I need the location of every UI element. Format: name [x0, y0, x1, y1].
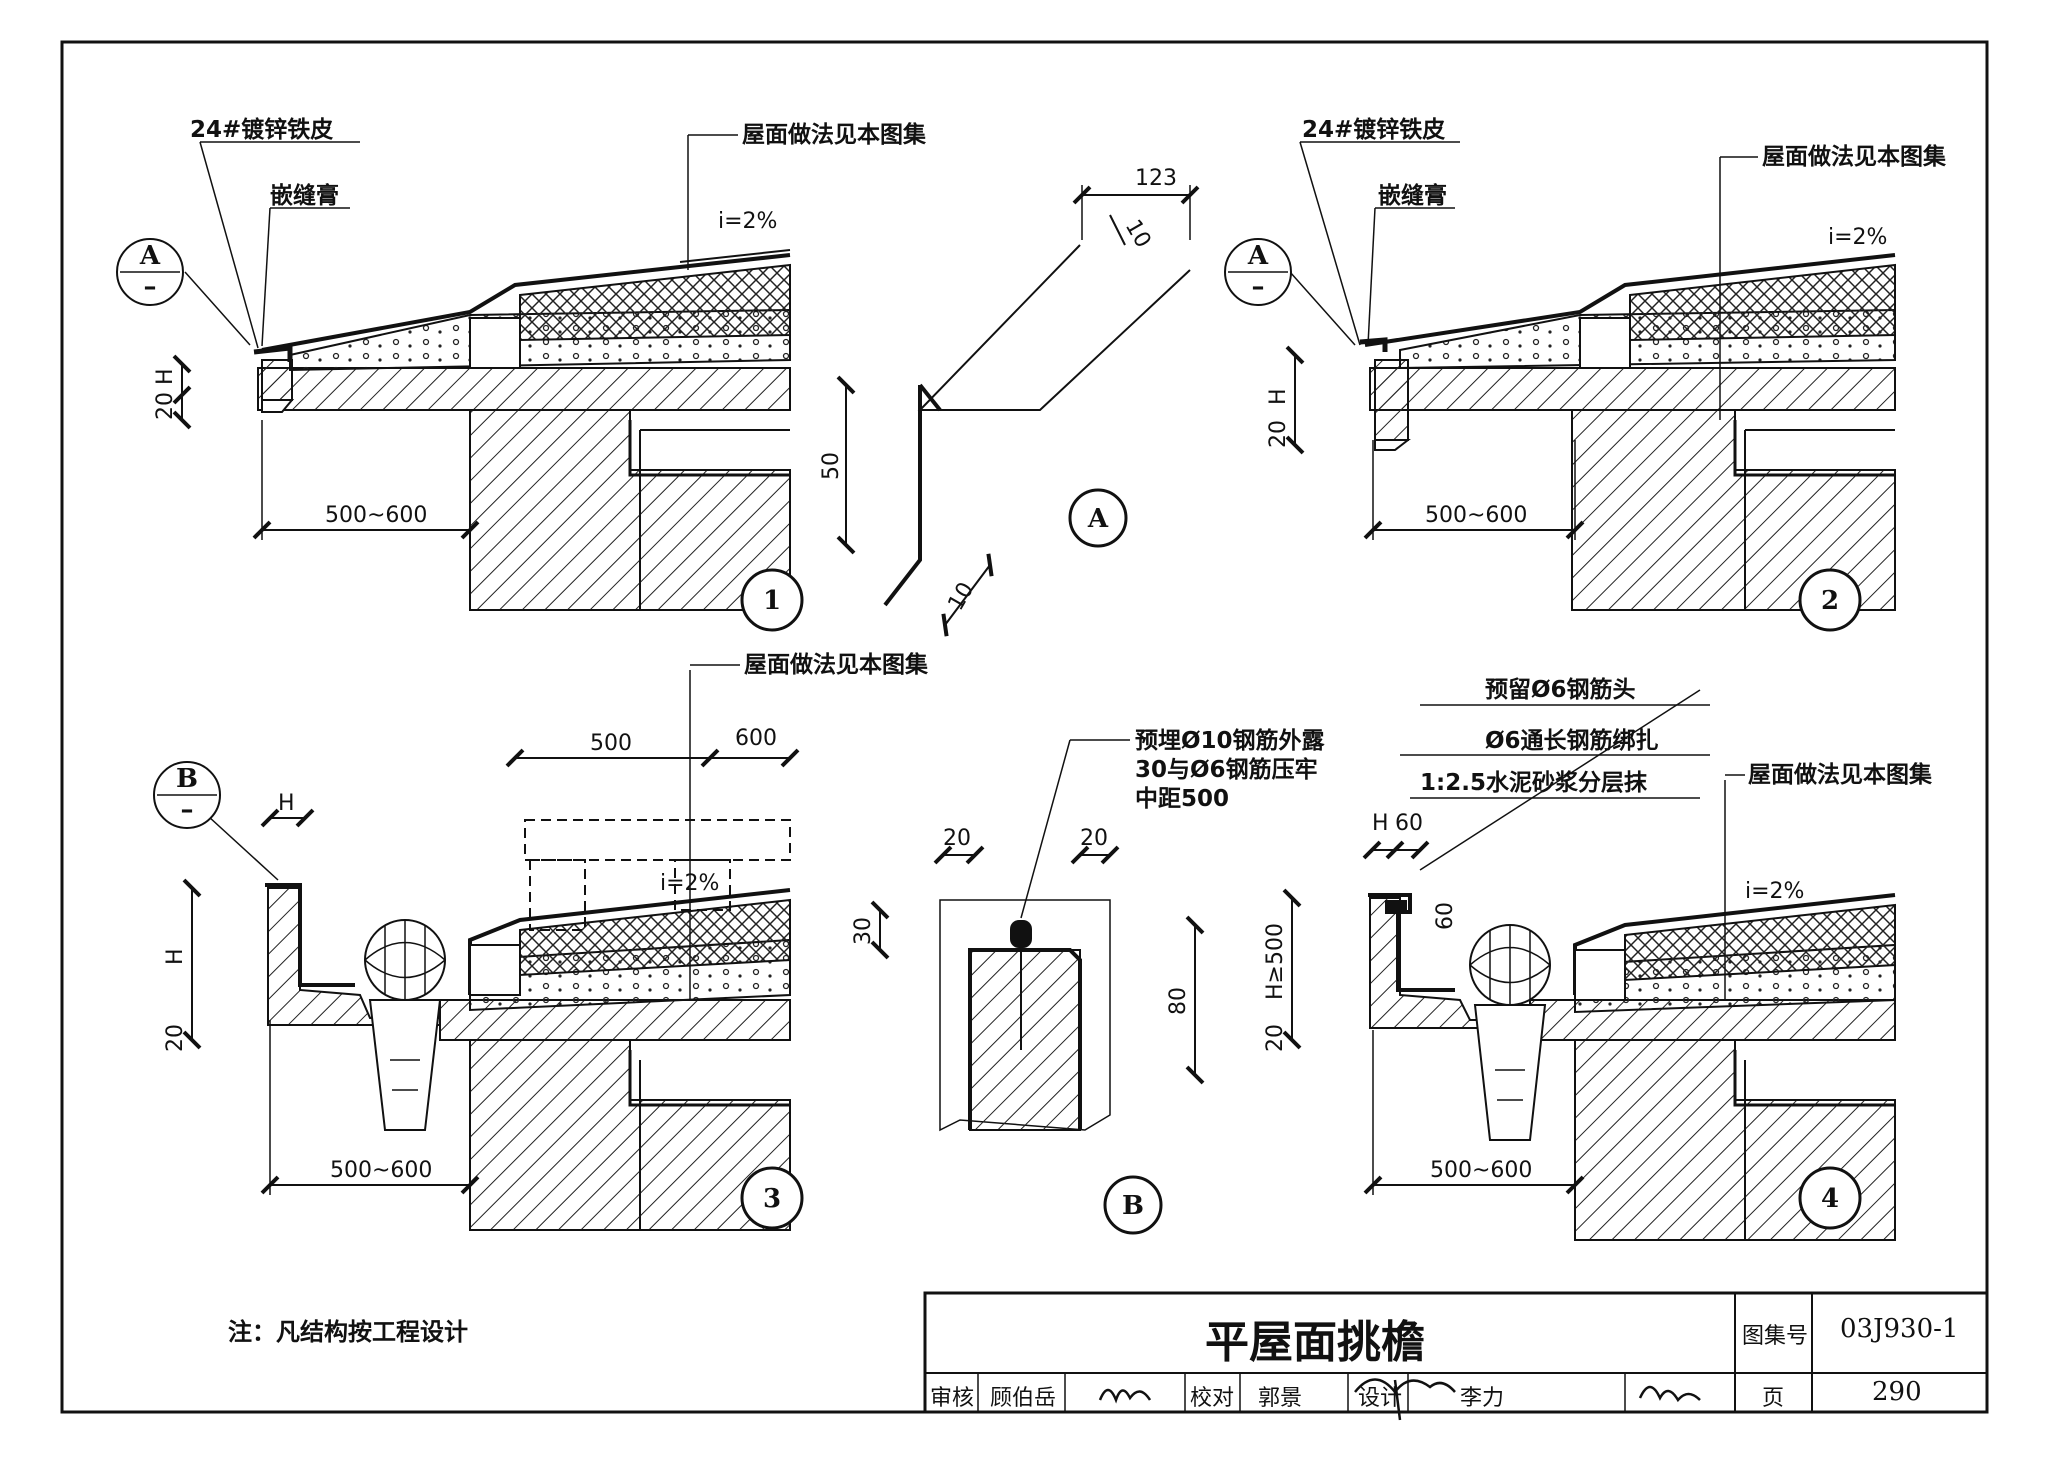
dim-20-4: 20 [1263, 1024, 1288, 1052]
designer-signature [1638, 1385, 1701, 1403]
dim-80: 80 [1166, 987, 1191, 1015]
footnote: 注：凡结构按工程设计 [228, 1318, 468, 1346]
marker-a-circle [1068, 488, 1128, 548]
dim-h500: H≥500 [1263, 923, 1288, 1000]
dim-20-b-right: 20 [1080, 826, 1108, 851]
dim-20-2: 20 [1266, 420, 1291, 448]
label-galvanized-sheet-1: 24#镀锌铁皮 [190, 116, 333, 143]
label-reserve-rebar: 预留Ø6钢筋头 [1485, 676, 1636, 703]
dim-500-600-3: 500~600 [330, 1158, 432, 1183]
reviewer-name: 顾伯岳 [990, 1386, 1057, 1411]
svg-text:A: A [1247, 241, 1269, 271]
review-label: 审核 [930, 1386, 975, 1411]
dim-60-side: 60 [1433, 902, 1458, 930]
dim-h-1: H [153, 368, 178, 385]
dim-h-top-4: H [1372, 811, 1389, 836]
svg-text:A: A [139, 241, 161, 271]
detail-number-1: 1 [740, 568, 804, 632]
check-label: 校对 [1190, 1386, 1235, 1411]
dim-10-bottom: 10 [944, 578, 980, 615]
label-slope-1: i=2% [718, 209, 777, 234]
label-sealant-1: 嵌缝膏 [270, 182, 339, 209]
dim-20-3: 20 [163, 1024, 188, 1052]
detail-1 [182, 249, 791, 611]
dim-20-1: 20 [153, 392, 178, 420]
page-label: 页 [1762, 1386, 1785, 1411]
dim-h-top-3: H [278, 791, 295, 816]
svg-text:3: 3 [763, 1184, 781, 1214]
marker-b-circle [1103, 1175, 1163, 1235]
label-roof-method-1: 屋面做法见本图集 [742, 121, 927, 148]
detail-4 [1282, 689, 1896, 1241]
dim-500-600-2: 500~600 [1425, 503, 1527, 528]
detail-3 [182, 670, 800, 1231]
svg-text:4: 4 [1821, 1184, 1839, 1214]
page-number: 290 [1872, 1377, 1922, 1407]
label-roof-method-3: 屋面做法见本图集 [744, 651, 929, 678]
designer-name: 李力 [1460, 1386, 1505, 1411]
dim-500-600-1: 500~600 [325, 503, 427, 528]
svg-text:1: 1 [763, 586, 781, 616]
label-sealant-2: 嵌缝膏 [1378, 182, 1447, 209]
drawing-title: 平屋面挑檐 [1205, 1317, 1425, 1368]
title-block-frame [923, 1291, 1989, 1421]
label-slope-4: i=2% [1745, 879, 1804, 904]
label-roof-method-4: 屋面做法见本图集 [1748, 761, 1933, 788]
checker-name: 郭景 [1258, 1386, 1303, 1411]
label-embed-rebar-3: 中距500 [1135, 786, 1229, 812]
label-through-rebar: Ø6通长钢筋绑扎 [1485, 727, 1659, 754]
svg-text:–: – [144, 272, 157, 302]
label-galvanized-sheet-2: 24#镀锌铁皮 [1302, 116, 1445, 143]
detail-number-3: 3 [740, 1166, 804, 1230]
detail-number-2: 2 [1798, 568, 1862, 632]
dim-500-600-4: 500~600 [1430, 1158, 1532, 1183]
detail-b [870, 739, 1205, 1235]
dim-60-top: 60 [1395, 811, 1423, 836]
detail-number-4: 4 [1798, 1166, 1862, 1230]
atlas-number-label: 图集号 [1742, 1324, 1809, 1349]
dim-h-3: H [163, 948, 188, 965]
dim-10-top: 10 [1120, 216, 1156, 253]
dim-20-b-left: 20 [943, 826, 971, 851]
label-slope-2: i=2% [1828, 225, 1887, 250]
dim-50: 50 [819, 452, 844, 480]
dim-123: 123 [1135, 166, 1177, 191]
label-roof-method-2: 屋面做法见本图集 [1762, 143, 1947, 170]
design-label: 设计 [1358, 1386, 1403, 1411]
svg-text:B: B [176, 764, 198, 794]
leader-lines [184, 134, 1758, 881]
dim-500: 500 [590, 731, 632, 756]
atlas-number: 03J930-1 [1840, 1314, 1959, 1344]
ref-bubble-a2: A – [1224, 238, 1292, 306]
ref-bubble-b3: B – [153, 761, 221, 829]
dim-30: 30 [851, 917, 876, 945]
detail-2 [1285, 253, 1896, 611]
label-slope-3: i=2% [660, 871, 719, 896]
svg-text:–: – [1252, 272, 1265, 302]
reviewer-signature [1098, 1388, 1152, 1404]
svg-text:–: – [181, 795, 194, 825]
marker-a-label: A [1087, 504, 1109, 534]
label-mortar: 1:2.5水泥砂浆分层抹 [1420, 769, 1648, 796]
checker-signature [1354, 1378, 1456, 1421]
detail-a [836, 185, 1200, 637]
dim-600: 600 [735, 726, 777, 751]
label-embed-rebar-1: 预埋Ø10钢筋外露 [1135, 727, 1326, 754]
label-embed-rebar-2: 30与Ø6钢筋压牢 [1135, 756, 1318, 783]
marker-b-label: B [1122, 1191, 1144, 1221]
ref-bubble-a1: A – [116, 238, 184, 306]
svg-text:2: 2 [1821, 586, 1839, 616]
dim-h-2: H [1266, 388, 1291, 405]
